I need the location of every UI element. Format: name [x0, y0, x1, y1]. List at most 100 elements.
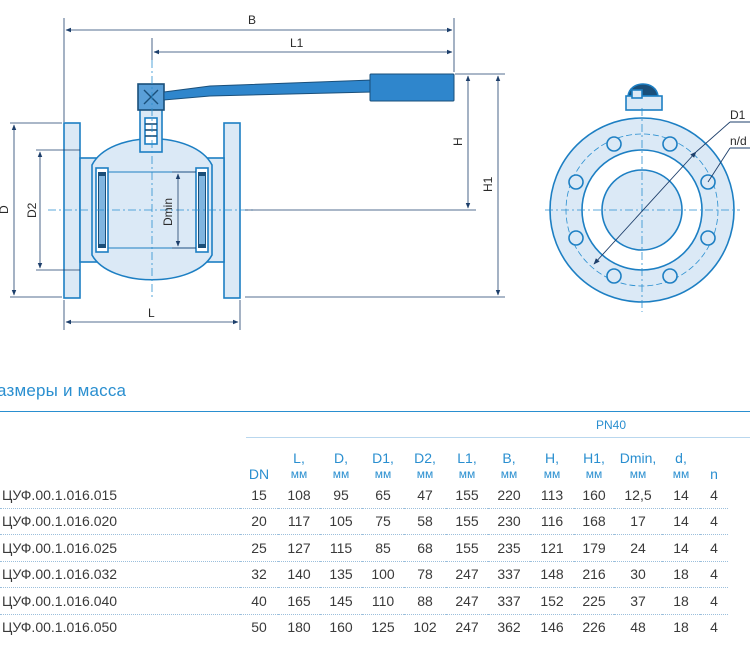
label-L: L: [148, 306, 155, 320]
cell-l: 117: [278, 508, 320, 535]
table-header-row: DN L,мм D,мм D1,мм D2,мм L1,мм B,мм H,мм…: [0, 440, 728, 482]
lever-handle: [163, 73, 455, 102]
cell-h1: 225: [574, 587, 614, 615]
table-row: ЦУФ.00.1.016.025 25 127 115 85 68 155 23…: [0, 534, 728, 562]
table-row: ЦУФ.00.1.016.015 15 108 95 65 47 155 220…: [0, 482, 728, 509]
cell-h: 146: [540, 619, 564, 636]
header-n: n: [710, 466, 718, 482]
cell-n: 4: [700, 561, 728, 588]
cell-d1: 85: [362, 534, 404, 562]
section-title: азмеры и масса: [0, 381, 127, 400]
row-code: ЦУФ.00.1.016.025: [0, 534, 240, 562]
cell-h1: 216: [574, 561, 614, 588]
cell-dmin: 48: [630, 619, 646, 636]
cell-h1: 226: [582, 619, 606, 636]
valve-technical-drawing: B L1 L H H1 D D2 Dmin D1 n/d: [0, 13, 750, 330]
cell-d-hole: 14: [662, 508, 700, 535]
cell-b: 230: [488, 508, 530, 535]
header-code: [0, 440, 240, 482]
cell-d1: 65: [362, 482, 404, 509]
table-row: ЦУФ.00.1.016.020 20 117 105 75 58 155 23…: [0, 508, 728, 535]
cell-l1: 155: [446, 534, 488, 562]
cell-d2: 88: [404, 587, 446, 615]
cell-l1: 155: [446, 508, 488, 535]
cell-h: 121: [530, 534, 574, 562]
label-D: D: [0, 205, 11, 214]
cell-dmin: 30: [614, 561, 662, 588]
cell-d-hole: 18: [662, 561, 700, 588]
label-B: B: [248, 13, 256, 27]
cell-h1: 160: [574, 482, 614, 509]
header-d2: D2,мм: [414, 450, 436, 481]
table-row: ЦУФ.00.1.016.040 40 165 145 110 88 247 3…: [0, 587, 728, 615]
cell-d1: 75: [362, 508, 404, 535]
header-d1: D1,мм: [372, 450, 394, 481]
header-l: L,мм: [290, 450, 308, 481]
label-nd: n/d: [730, 134, 747, 148]
cell-dmin: 17: [614, 508, 662, 535]
cell-d2: 78: [404, 561, 446, 588]
cell-h: 116: [530, 508, 574, 535]
header-l1: L1,мм: [457, 450, 477, 481]
cell-h: 113: [530, 482, 574, 509]
cell-h1: 168: [574, 508, 614, 535]
cell-l1: 247: [455, 619, 479, 636]
header-d-hole: d,мм: [672, 450, 690, 481]
cell-b: 337: [488, 587, 530, 615]
cell-l: 127: [278, 534, 320, 562]
cell-d: 115: [320, 534, 362, 562]
cell-d-hole: 18: [673, 619, 689, 636]
cell-n: 4: [700, 587, 728, 615]
cell-l: 165: [278, 587, 320, 615]
row-code: ЦУФ.00.1.016.015: [0, 482, 240, 509]
label-D1: D1: [730, 108, 746, 122]
table-row: ЦУФ.00.1.016.032 32 140 135 100 78 247 3…: [0, 561, 728, 588]
cell-n: 4: [710, 619, 718, 636]
cell-dn: 40: [240, 587, 278, 615]
label-H: H: [451, 137, 465, 146]
cell-d2: 47: [404, 482, 446, 509]
pressure-label: PN40: [596, 418, 627, 432]
cell-dn: 20: [240, 508, 278, 535]
cell-n: 4: [700, 508, 728, 535]
left-flange: [63, 122, 81, 299]
header-d: D,мм: [332, 450, 350, 481]
label-L1: L1: [290, 36, 304, 50]
cell-d1: 100: [362, 561, 404, 588]
cell-l1: 247: [446, 587, 488, 615]
cell-b: 337: [488, 561, 530, 588]
pressure-rule: [246, 437, 750, 438]
cell-l1: 247: [446, 561, 488, 588]
cell-b: 220: [488, 482, 530, 509]
cell-d: 145: [320, 587, 362, 615]
cell-n: 4: [700, 534, 728, 562]
row-code: ЦУФ.00.1.016.020: [0, 508, 240, 535]
table-row: ЦУФ.00.1.016.050 50 180 160 125 102 247 …: [0, 614, 728, 640]
cell-dn: 15: [240, 482, 278, 509]
row-code: ЦУФ.00.1.016.040: [0, 587, 240, 615]
label-Dmin: Dmin: [161, 198, 175, 226]
cell-d: 95: [320, 482, 362, 509]
row-code: ЦУФ.00.1.016.032: [0, 561, 240, 588]
cell-d2: 68: [404, 534, 446, 562]
cell-dn: 25: [240, 534, 278, 562]
cell-b: 235: [488, 534, 530, 562]
cell-h: 148: [530, 561, 574, 588]
cell-d1: 110: [362, 587, 404, 615]
cell-dn: 50: [251, 619, 267, 636]
cell-l: 140: [278, 561, 320, 588]
header-dn: DN: [248, 466, 270, 482]
label-D2: D2: [25, 202, 39, 218]
table-top-rule: [0, 411, 750, 412]
cell-l1: 155: [446, 482, 488, 509]
cell-d: 160: [329, 619, 353, 636]
dimensions-table: DN L,мм D,мм D1,мм D2,мм L1,мм B,мм H,мм…: [0, 440, 728, 640]
cell-d-hole: 14: [662, 534, 700, 562]
header-h1: H1,мм: [583, 450, 605, 481]
cell-d-hole: 18: [662, 587, 700, 615]
cell-dmin: 12,5: [614, 482, 662, 509]
cell-d: 105: [320, 508, 362, 535]
cell-d2: 58: [404, 508, 446, 535]
cell-dmin: 24: [614, 534, 662, 562]
header-h: H,мм: [543, 450, 561, 481]
